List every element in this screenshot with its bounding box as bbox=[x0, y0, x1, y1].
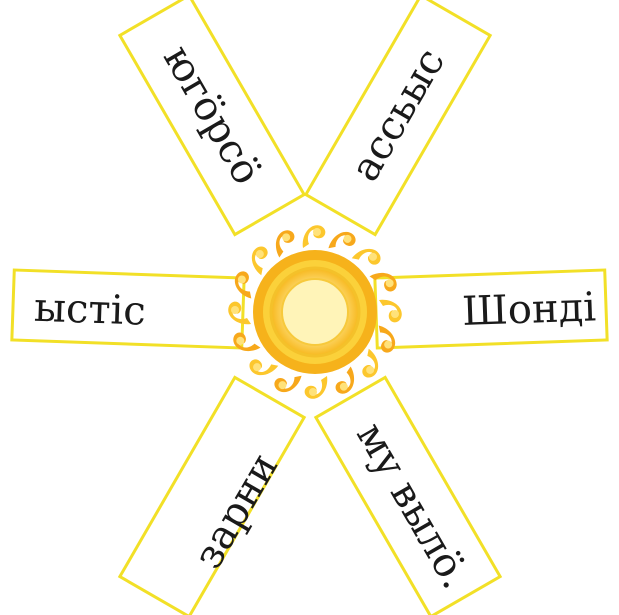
ray-bottom-right: му вылö. bbox=[316, 377, 500, 615]
ray-bottom-left: зарни bbox=[120, 377, 314, 615]
sun-icon bbox=[228, 225, 402, 399]
ray-left: ыстiс bbox=[12, 270, 244, 348]
ray-right-word: Шондi bbox=[461, 284, 596, 335]
ray-top-left: югöрсö bbox=[120, 0, 304, 235]
ray-left-word: ыстiс bbox=[33, 285, 146, 335]
ray-top-right: ассьыс bbox=[306, 0, 490, 235]
ray-right: Шондi bbox=[375, 270, 607, 348]
